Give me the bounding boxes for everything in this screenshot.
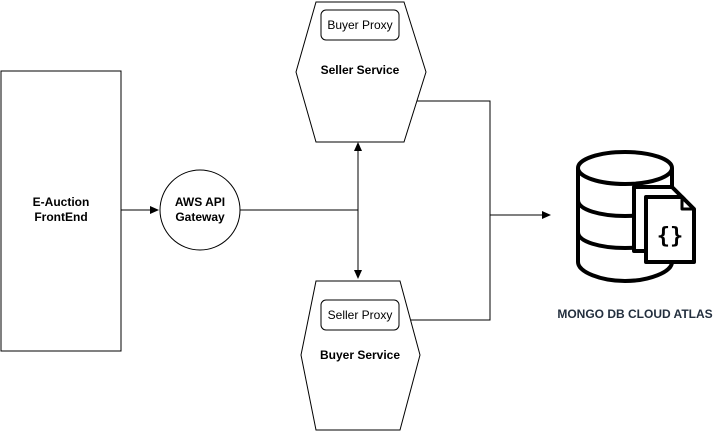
braces-glyph: {} xyxy=(657,224,684,249)
seller-proxy-box xyxy=(320,299,400,331)
connectors xyxy=(121,100,551,321)
gateway-node: AWS API Gateway xyxy=(159,169,241,251)
buyer-proxy-box xyxy=(320,9,400,41)
frontend-label-line2: FrontEnd xyxy=(34,210,87,224)
frontend-node: E-Auction FrontEnd xyxy=(0,70,122,352)
frontend-box xyxy=(0,70,122,352)
database-cylinder-top xyxy=(576,150,674,186)
gateway-label-line1: AWS API xyxy=(175,195,225,209)
seller-proxy-label: Seller Proxy xyxy=(328,308,393,322)
seller-service-node: Buyer Proxy Seller Service xyxy=(295,1,427,143)
document-front xyxy=(644,195,696,264)
buyer-service-node: Seller Proxy Buyer Service xyxy=(300,280,421,431)
buyer-to-db-line xyxy=(411,215,491,321)
buyer-service-title: Buyer Service xyxy=(320,348,400,362)
gateway-label-line2: Gateway xyxy=(175,210,225,224)
seller-service-title: Seller Service xyxy=(321,63,400,77)
frontend-label-line1: E-Auction xyxy=(33,195,90,209)
database-document-icon: {} xyxy=(576,150,696,283)
buyer-proxy-label: Buyer Proxy xyxy=(327,18,392,32)
document-fold xyxy=(680,197,694,211)
gateway-circle xyxy=(159,169,241,251)
database-label: MONGO DB CLOUD ATLAS xyxy=(557,307,712,321)
seller-to-db-line xyxy=(416,100,491,215)
